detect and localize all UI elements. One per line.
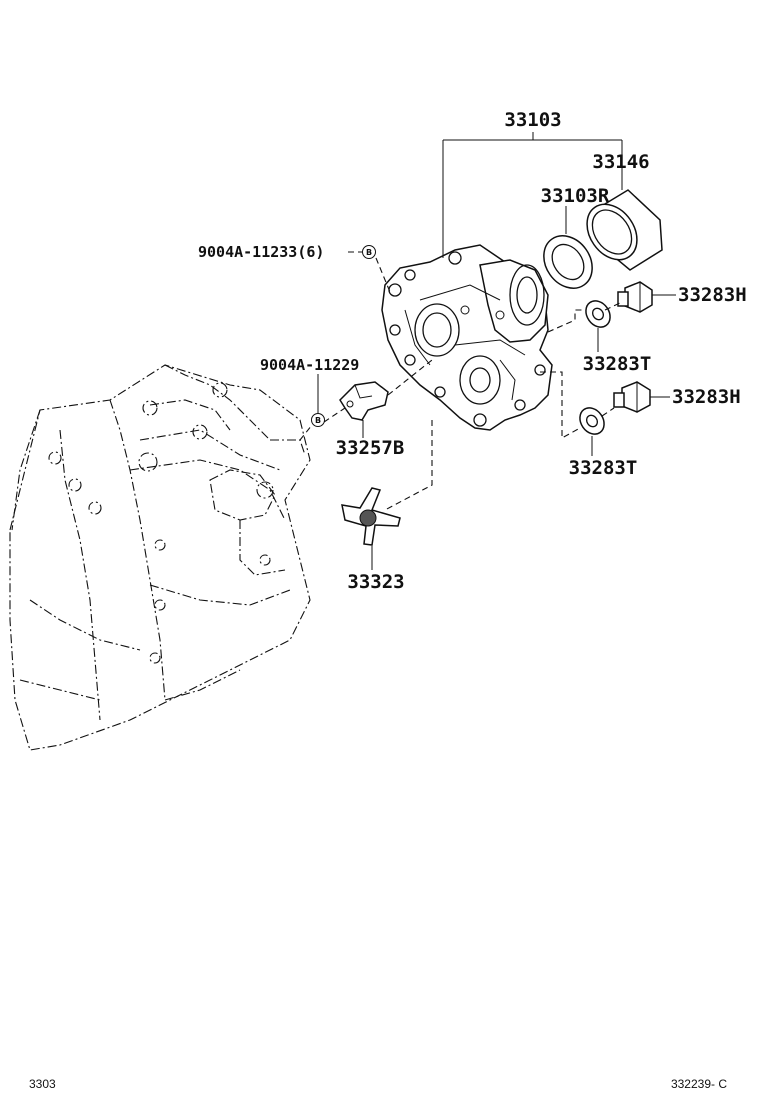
label-assembly: 33103 — [504, 109, 561, 131]
label-plug-lower: 33283H — [672, 386, 741, 408]
label-plug-upper: 33283H — [678, 284, 747, 306]
label-bolt-group: 9004A-11233(6) — [198, 243, 324, 261]
bracket-part — [339, 381, 389, 421]
gasket-upper-part — [585, 300, 611, 328]
transmission-housing-outline — [9, 364, 311, 751]
transfer-case-housing — [381, 244, 553, 431]
label-shift-fork: 33323 — [347, 571, 404, 593]
label-sleeve: 33146 — [592, 151, 649, 173]
label-gasket-upper: 33283T — [583, 353, 652, 375]
bolt-marker-upper: B — [362, 245, 376, 259]
label-bolt-single: 9004A-11229 — [260, 356, 359, 374]
label-bracket: 33257B — [336, 437, 405, 459]
shift-fork-part — [341, 487, 401, 546]
page-code: 3303 — [29, 1077, 56, 1091]
oil-seal — [543, 235, 593, 289]
gasket-lower-part — [579, 407, 605, 435]
plug-lower-part — [613, 381, 651, 413]
bolt-marker-upper-text: B — [366, 248, 372, 257]
leader-lines — [299, 132, 676, 570]
plug-upper-part — [617, 281, 653, 313]
bolt-marker-lower: B — [311, 413, 325, 427]
extension-sleeve — [586, 189, 663, 271]
bolt-marker-lower-text: B — [315, 416, 321, 425]
label-seal: 33103R — [541, 185, 610, 207]
label-gasket-lower: 33283T — [569, 457, 638, 479]
figure-code: 332239- C — [671, 1077, 727, 1091]
